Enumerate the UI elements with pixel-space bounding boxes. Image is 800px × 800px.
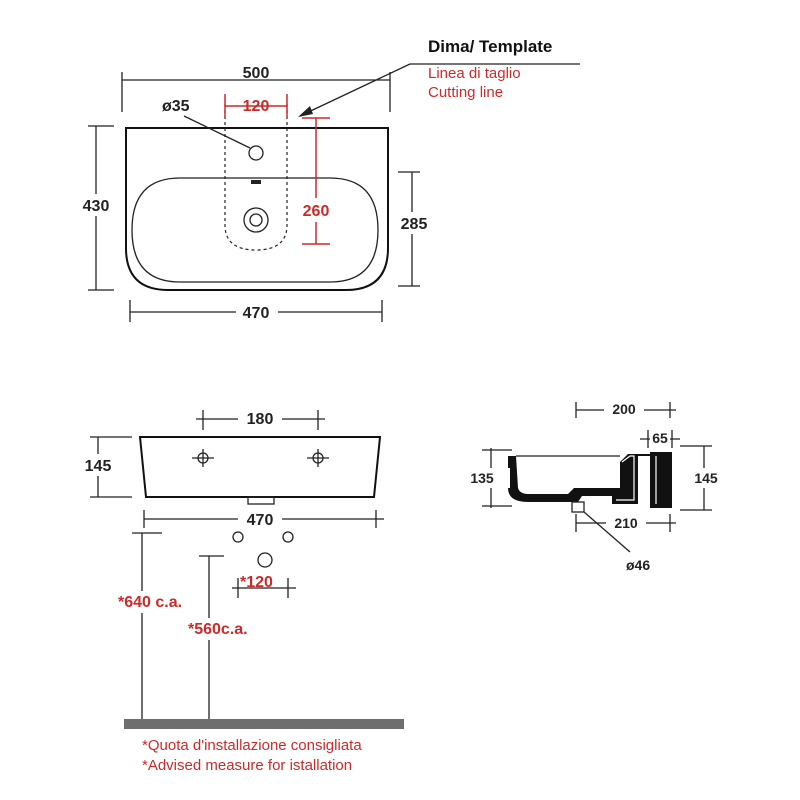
dim-180: 180 <box>247 411 274 428</box>
dim-260: 260 <box>303 203 330 220</box>
bowl-outline <box>131 177 379 283</box>
tap-hole <box>248 145 264 161</box>
side-view: 200 65 135 145 210 ø46 <box>470 400 724 573</box>
cutting-line-it: Linea di taglio <box>428 65 521 82</box>
floor-line <box>124 719 404 729</box>
drain-tail <box>247 496 275 505</box>
dim-120-front: *120 <box>240 574 273 591</box>
dim-120-top: 120 <box>243 98 270 115</box>
side-drain <box>571 501 585 513</box>
dim-640: *640 c.a. <box>118 594 182 611</box>
front-view: 180 145 470 *120 *640 c.a. *560c.a. <box>76 408 404 774</box>
note-en: *Advised measure for istallation <box>142 757 352 774</box>
waste-leader <box>583 511 631 553</box>
dim-145-side: 145 <box>694 470 718 486</box>
bowl-section <box>508 454 638 504</box>
drain-inner <box>249 213 263 227</box>
dim-145-front: 145 <box>85 458 112 475</box>
dim-500: 500 <box>243 65 270 82</box>
dim-135: 135 <box>470 470 494 486</box>
template-cutting-line <box>224 104 288 251</box>
tap-hole-leader <box>183 115 251 149</box>
dim-waste: ø46 <box>626 557 650 573</box>
back-wall-section <box>650 452 672 508</box>
dim-200: 200 <box>612 401 636 417</box>
dim-210: 210 <box>614 515 638 531</box>
dim-65: 65 <box>652 430 668 446</box>
template-title: Dima/ Template <box>428 37 552 56</box>
dim-430: 430 <box>83 198 110 215</box>
dim-tap-hole: ø35 <box>162 98 190 115</box>
basin-outline-front <box>138 436 382 498</box>
overflow-slot <box>251 180 261 184</box>
dim-470-top: 470 <box>243 305 270 322</box>
cutting-line-en: Cutting line <box>428 84 503 101</box>
note-it: *Quota d'installazione consigliata <box>142 737 362 754</box>
wall-hole-left <box>232 531 244 543</box>
waste-outlet <box>257 552 273 568</box>
template-arrow <box>299 63 411 117</box>
drain-outer <box>243 207 269 233</box>
wall-hole-right <box>282 531 294 543</box>
dim-285: 285 <box>401 216 428 233</box>
dim-470-front: 470 <box>247 512 274 529</box>
dim-560: *560c.a. <box>188 621 248 638</box>
top-view: 500 120 ø35 260 430 285 470 Di <box>76 37 580 322</box>
basin-outline-top <box>125 127 389 291</box>
